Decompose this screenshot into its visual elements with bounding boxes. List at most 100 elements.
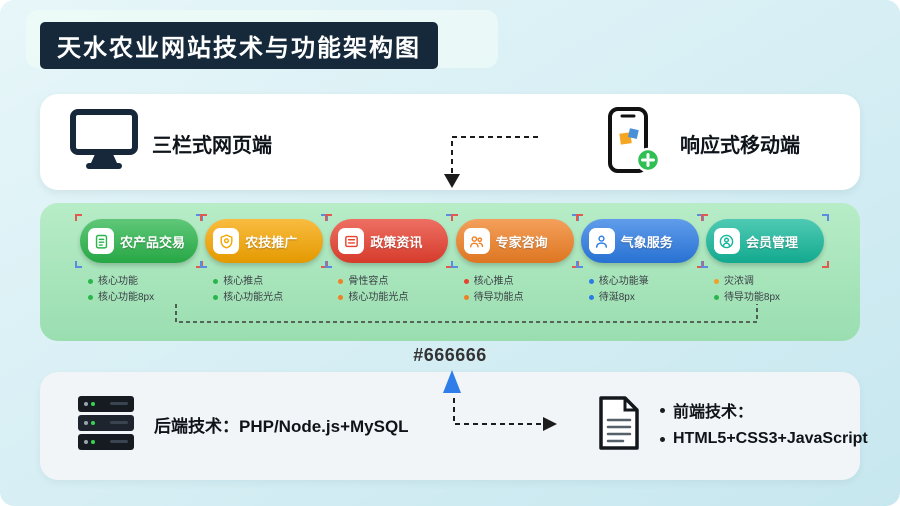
bullet-text: 核心功能箓 bbox=[598, 276, 649, 287]
page-title: 天水农业网站技术与功能架构图 bbox=[40, 22, 438, 69]
bullet-text: 核心功能8px bbox=[98, 292, 155, 303]
mobile-client-label: 响应式移动端 bbox=[680, 135, 800, 157]
module-bullets: 核心功能 核心功能8px bbox=[80, 276, 198, 303]
bullet-dot bbox=[338, 279, 344, 284]
bullet-dot bbox=[88, 279, 93, 284]
module-bullets: 核心功能箓 待涎8px bbox=[581, 276, 699, 303]
feature-bullet: 待涎8px bbox=[588, 292, 699, 303]
feature-bullet: 灾浓调 bbox=[713, 276, 824, 287]
module-pill: 农产品交易 bbox=[75, 214, 203, 268]
module-pill: 会员管理 bbox=[700, 214, 829, 268]
bullet-text: 待导功能8px bbox=[723, 292, 781, 303]
center-color-label: #666666 bbox=[413, 345, 487, 365]
experts-icon bbox=[463, 228, 490, 254]
bullet-dot bbox=[338, 295, 344, 300]
selection-corner bbox=[575, 261, 583, 268]
selection-corner bbox=[325, 214, 333, 221]
frontend-stack-line: HTML5+CSS3+JavaScript bbox=[660, 430, 868, 448]
feature-bullet: 核心功能 bbox=[88, 276, 198, 287]
frontend-tech-block: 前端技术： HTML5+CSS3+JavaScript bbox=[660, 398, 868, 448]
bullet-text: 核心功能光点 bbox=[223, 292, 284, 303]
feature-bullet: 核心功能光点 bbox=[338, 292, 448, 303]
module-pill: 专家咨询 bbox=[450, 214, 579, 268]
clients-card: 三栏式网页端 响应式移动端 bbox=[40, 94, 860, 190]
person-icon bbox=[588, 228, 615, 254]
bullet-dot bbox=[713, 295, 719, 300]
clipboard-icon bbox=[88, 228, 114, 254]
bullet-dot bbox=[660, 436, 665, 442]
module-bullets: 灾浓调 待导功能8px bbox=[706, 276, 824, 303]
feature-bullet: 骨性容点 bbox=[338, 276, 448, 287]
module-policy-news: 政策资讯 骨性容点 核心功能光点 bbox=[325, 214, 454, 303]
selection-corner bbox=[450, 214, 458, 221]
selection-corner bbox=[575, 214, 583, 221]
monitor-icon bbox=[70, 109, 138, 176]
module-label: 农产品交易 bbox=[120, 234, 186, 250]
feature-bullet: 核心功能箓 bbox=[588, 276, 699, 287]
module-label: 会员管理 bbox=[745, 234, 798, 250]
module-pill: 农技推广 bbox=[200, 214, 329, 268]
module-agri-trade: 农产品交易 核心功能 核心功能8px bbox=[75, 214, 203, 303]
selection-corner bbox=[700, 261, 708, 268]
bullet-text: 核心功能光点 bbox=[348, 292, 409, 303]
bullet-text: 待涎8px bbox=[598, 292, 635, 303]
module-pill: 政策资讯 bbox=[325, 214, 454, 268]
feature-bullet: 核心推点 bbox=[213, 276, 323, 287]
feature-bullet: 核心功能8px bbox=[88, 292, 198, 303]
web-client-label: 三栏式网页端 bbox=[152, 135, 272, 157]
module-bullets: 骨性容点 核心功能光点 bbox=[330, 276, 448, 303]
selection-corner bbox=[200, 261, 208, 268]
module-label: 专家咨询 bbox=[495, 234, 548, 250]
feature-bullet: 待导功能点 bbox=[463, 292, 574, 303]
selection-corner bbox=[450, 261, 458, 268]
server-stack-icon bbox=[72, 392, 140, 461]
bullet-text: 待导功能点 bbox=[473, 292, 524, 303]
feature-bullet: 核心推点 bbox=[463, 276, 574, 287]
module-expert-consult: 专家咨询 核心推点 待导功能点 bbox=[450, 214, 579, 303]
bullet-dot bbox=[463, 295, 469, 300]
bullet-text: 灾浓调 bbox=[723, 276, 754, 287]
bullet-dot bbox=[213, 279, 219, 284]
bullet-dot bbox=[660, 407, 665, 413]
badge-icon bbox=[213, 228, 240, 254]
module-member-mgmt: 会员管理 灾浓调 待导功能8px bbox=[700, 214, 829, 303]
module-weather-service: 气象服务 核心功能箓 待涎8px bbox=[575, 214, 704, 303]
selection-corner bbox=[700, 214, 708, 221]
modules-card: 农产品交易 核心功能 核心功能8px 农技推广 核心推点 核心功能光点 bbox=[40, 203, 860, 341]
bullet-text: 核心推点 bbox=[223, 276, 264, 287]
selection-corner bbox=[200, 214, 208, 221]
module-bullets: 核心推点 待导功能点 bbox=[456, 276, 574, 303]
backend-tech-label: 后端技术：PHP/Node.js+MySQL bbox=[154, 417, 409, 436]
bullet-dot bbox=[588, 279, 594, 284]
module-pill: 气象服务 bbox=[575, 214, 704, 268]
selection-corner bbox=[75, 261, 82, 268]
selection-corner bbox=[821, 214, 829, 221]
feature-bullet: 核心功能光点 bbox=[213, 292, 323, 303]
tech-stack-card: 后端技术：PHP/Node.js+MySQL 前端技术： HTML5+CSS3+… bbox=[40, 372, 868, 480]
member-icon bbox=[713, 228, 740, 254]
bullet-text: 核心推点 bbox=[473, 276, 514, 287]
selection-corner bbox=[75, 214, 82, 221]
modules-row: 农产品交易 核心功能 核心功能8px 农技推广 核心推点 核心功能光点 bbox=[75, 214, 829, 303]
selection-corner bbox=[821, 261, 829, 268]
frontend-stack: HTML5+CSS3+JavaScript bbox=[673, 430, 868, 447]
smartphone-add-icon bbox=[606, 106, 662, 181]
bullet-dot bbox=[713, 279, 719, 284]
bullet-dot bbox=[463, 279, 469, 284]
frontend-title-line: 前端技术： bbox=[660, 398, 868, 422]
selection-corner bbox=[325, 261, 333, 268]
bullet-dot bbox=[213, 295, 219, 300]
bullet-dot bbox=[88, 295, 93, 300]
module-label: 政策资讯 bbox=[370, 234, 423, 250]
newspaper-icon bbox=[338, 228, 365, 254]
bullet-dot bbox=[588, 295, 594, 300]
module-bullets: 核心推点 核心功能光点 bbox=[205, 276, 323, 303]
module-label: 气象服务 bbox=[620, 234, 673, 250]
module-label: 农技推广 bbox=[245, 234, 298, 250]
frontend-title: 前端技术： bbox=[673, 404, 754, 421]
feature-bullet: 待导功能8px bbox=[713, 292, 824, 303]
bullet-text: 骨性容点 bbox=[348, 276, 389, 287]
bullet-text: 核心功能 bbox=[98, 276, 138, 287]
module-agri-tech: 农技推广 核心推点 核心功能光点 bbox=[200, 214, 329, 303]
